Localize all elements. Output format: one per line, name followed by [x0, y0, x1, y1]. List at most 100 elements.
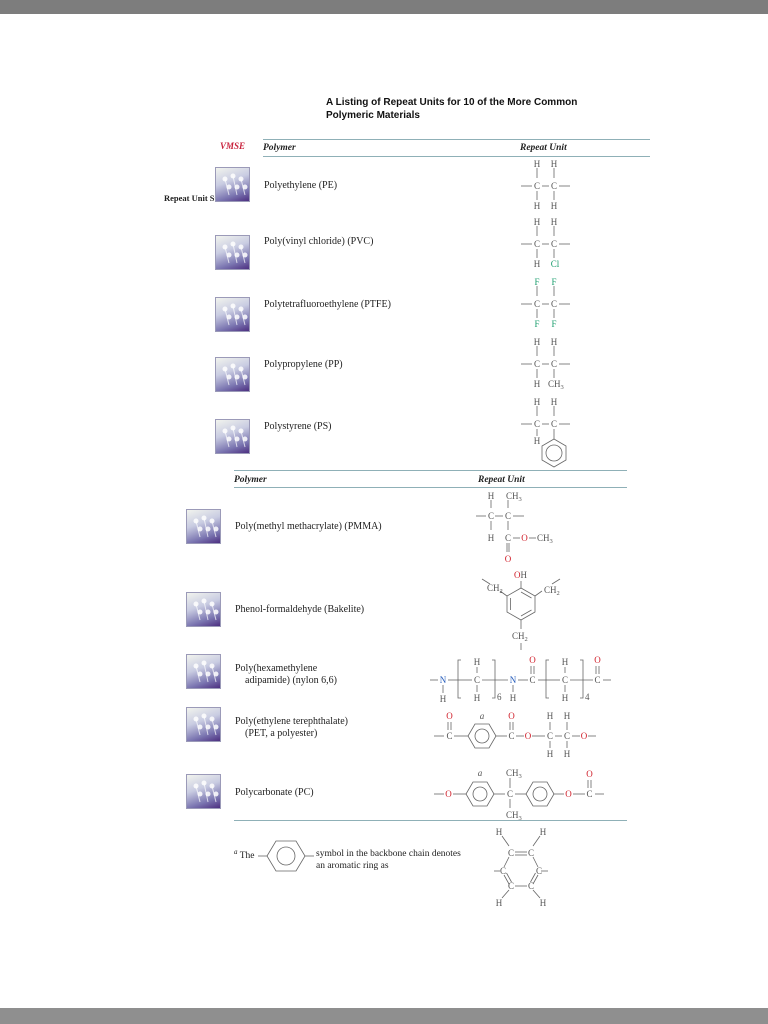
polymer-name-pp: Polypropylene (PP)	[264, 359, 343, 370]
atom-c: C	[500, 866, 506, 876]
methylene-group: CH2	[512, 631, 528, 643]
footnote-benzene-symbol	[258, 840, 314, 872]
atom-o: O	[446, 711, 453, 721]
table-title: A Listing of Repeat Units for 10 of the …	[326, 96, 626, 122]
atom-h: H	[510, 693, 517, 703]
vmse-molecule-icon[interactable]	[186, 654, 221, 689]
polymer-name-nylon-line2: adipamide) (nylon 6,6)	[245, 675, 337, 686]
structure-ps: H H C C H	[521, 397, 570, 468]
polymer-name-nylon-line1: Poly(hexamethylene	[235, 663, 318, 674]
atom-c: C	[551, 299, 557, 309]
atom-h: H	[564, 711, 571, 721]
atom-c: C	[529, 675, 535, 685]
vmse-molecule-icon[interactable]	[215, 419, 250, 454]
atom-c: C	[547, 731, 553, 741]
vmse-molecule-icon[interactable]	[186, 707, 221, 742]
header2-rule-bottom	[234, 487, 627, 488]
atom-o: O	[586, 769, 593, 779]
header2-rule-top	[234, 470, 627, 471]
atom-o: O	[529, 655, 536, 665]
atom-h: H	[551, 201, 558, 211]
atom-c: C	[446, 731, 452, 741]
polymer-header: Polymer	[263, 143, 296, 153]
atom-o: O	[508, 711, 515, 721]
structure-bakelite: OH CH2 CH2 CH2	[481, 570, 561, 650]
atom-h: H	[440, 694, 447, 704]
atom-o: O	[521, 533, 528, 543]
atom-c: C	[534, 181, 540, 191]
atom-f: F	[534, 319, 539, 329]
vmse-label: VMSE	[220, 141, 246, 151]
atom-h: H	[488, 491, 495, 501]
polymer-name-pe: Polyethylene (PE)	[264, 180, 338, 191]
atom-c: C	[536, 866, 542, 876]
vmse-molecule-icon[interactable]	[186, 509, 221, 544]
structure-ptfe: F F C C F F	[521, 277, 570, 329]
atom-h: H	[534, 397, 541, 407]
header-rule-top	[263, 139, 650, 140]
atom-c: C	[594, 675, 600, 685]
atom-n: N	[440, 675, 447, 685]
methyl-group: CH3	[506, 768, 522, 780]
atom-h: H	[496, 827, 503, 837]
repeat-count-6: 6	[497, 692, 502, 702]
table-title-line1: A Listing of Repeat Units for 10 of the …	[326, 97, 578, 108]
atom-o: O	[581, 731, 588, 741]
atom-c: C	[508, 731, 514, 741]
atom-cl: Cl	[551, 259, 560, 269]
atom-c: C	[551, 419, 557, 429]
structure-pc: O a CH3 C CH3 O O C	[434, 768, 604, 822]
footnote-lead: a The	[234, 848, 255, 861]
atom-c: C	[488, 511, 494, 521]
vmse-molecule-icon[interactable]	[215, 167, 250, 202]
atom-c: C	[507, 789, 513, 799]
atom-c: C	[551, 181, 557, 191]
atom-h: H	[534, 259, 541, 269]
polymer-name-pmma: Poly(methyl methacrylate) (PMMA)	[235, 521, 382, 532]
atom-c: C	[562, 675, 568, 685]
atom-c: C	[505, 533, 511, 543]
methylene-group: CH2	[487, 583, 503, 595]
footnote-text-line1: symbol in the backbone chain denotes	[316, 849, 461, 859]
vmse-molecule-icon[interactable]	[215, 235, 250, 270]
atom-c: C	[528, 848, 534, 858]
aromatic-footnote-marker: a	[480, 711, 485, 721]
structure-pet: O C a O C O H C H H C H O	[434, 711, 596, 759]
structure-pmma: H CH3 C C H C O CH3 O	[476, 491, 553, 564]
methyl-group: CH3	[537, 533, 553, 545]
vmse-molecule-icon[interactable]	[215, 357, 250, 392]
atom-o: O	[525, 731, 532, 741]
polymer-name-pet: Poly(ethylene terephthalate) (PET, a pol…	[235, 716, 348, 740]
atom-c: C	[508, 881, 514, 891]
table-bottom-rule	[234, 820, 627, 821]
atom-c: C	[534, 419, 540, 429]
vmse-molecule-icon[interactable]	[215, 297, 250, 332]
footnote-text: symbol in the backbone chain denotes an …	[316, 848, 461, 872]
atom-c: C	[534, 359, 540, 369]
structure-pp: H H C C H CH3	[521, 337, 570, 391]
repeat-unit-structures-label: Repeat Unit Structures	[164, 193, 248, 203]
vmse-molecule-icon[interactable]	[186, 592, 221, 627]
atom-o: O	[565, 789, 572, 799]
atom-c: C	[474, 675, 480, 685]
atom-h: H	[474, 693, 481, 703]
atom-h: H	[474, 657, 481, 667]
document-page	[0, 14, 768, 1008]
viewer-top-bar	[0, 0, 768, 14]
atom-h: H	[564, 749, 571, 759]
atom-h: H	[562, 693, 569, 703]
atom-f: F	[551, 277, 556, 287]
polymer-name-ptfe: Polytetrafluoroethylene (PTFE)	[264, 299, 391, 310]
atom-h: H	[547, 749, 554, 759]
atom-h: H	[488, 533, 495, 543]
methylene-group: CH2	[544, 585, 560, 597]
atom-c: C	[551, 239, 557, 249]
atom-h: H	[551, 217, 558, 227]
atom-h: H	[534, 217, 541, 227]
footnote-aromatic-ring-hydrogens: H H	[496, 898, 547, 908]
vmse-molecule-icon[interactable]	[186, 774, 221, 809]
hydroxyl-group: OH	[514, 570, 528, 580]
atom-h: H	[534, 201, 541, 211]
atom-h: H	[534, 436, 541, 446]
polymer-name-pc: Polycarbonate (PC)	[235, 787, 314, 798]
